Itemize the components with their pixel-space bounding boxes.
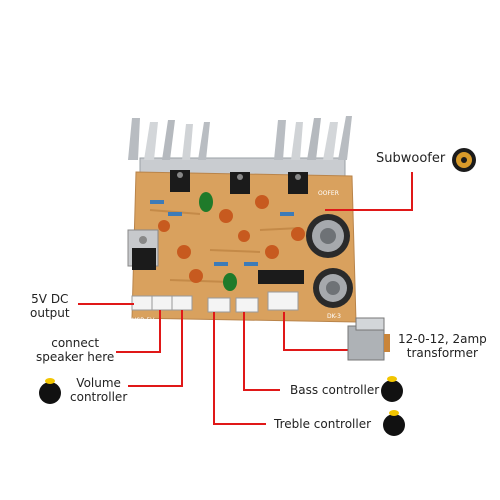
transformer-icon: [347, 317, 390, 361]
connectors: [131, 291, 299, 313]
transformer-line2: transformer: [406, 346, 478, 360]
treble-knob-icon: [383, 410, 405, 436]
treble-label: Treble controller: [274, 417, 372, 431]
filter-capacitors: [306, 214, 353, 308]
transformer-line1: 12-0-12, 2amp: [398, 332, 487, 346]
speaker-icon: [452, 148, 476, 172]
silkscreen-top: OOFER: [318, 190, 339, 197]
heatsink: [128, 116, 352, 185]
volume-line2: controller: [70, 390, 128, 404]
power-transistors: [170, 170, 308, 194]
dc-output-line1: 5V DC: [31, 292, 69, 306]
bass-knob-icon: [381, 376, 403, 402]
subwoofer-label: Subwoofer: [376, 151, 446, 166]
dc-output-line2: output: [30, 306, 70, 320]
leader-lines: [78, 172, 413, 425]
speaker-label: connect speaker here: [36, 336, 114, 364]
small-components: [150, 192, 305, 291]
volume-label: Volume controller: [70, 376, 127, 404]
dc-output-label: 5V DC output: [30, 292, 70, 320]
silkscreen-usb: USB-5V: [132, 317, 155, 324]
speaker-line1: connect: [51, 336, 100, 350]
silkscreen-dk: DK-3: [327, 313, 341, 320]
volume-knob-icon: [39, 378, 61, 404]
bass-label: Bass controller: [290, 383, 380, 397]
volume-line1: Volume: [76, 376, 121, 390]
transformer-label: 12-0-12, 2amp transformer: [398, 332, 487, 360]
voltage-regulator: [127, 229, 159, 270]
speaker-line2: speaker here: [36, 350, 115, 364]
